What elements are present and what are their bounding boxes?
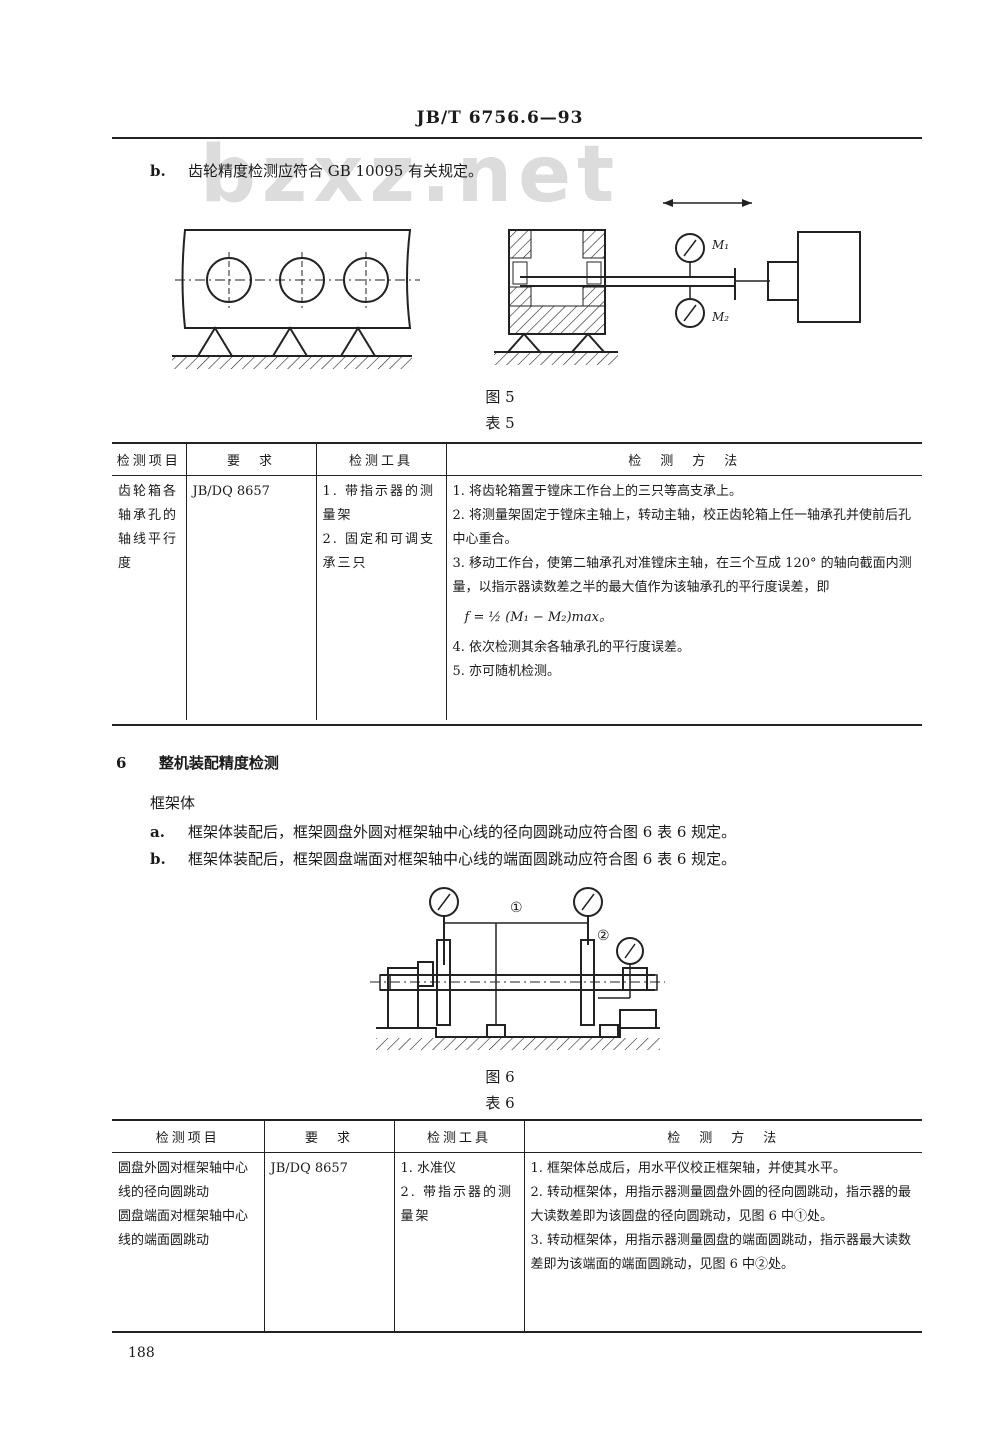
tool-1: 1. 水准仪 <box>400 1161 457 1176</box>
tool-2: 2. 带指示器的测量架 <box>400 1185 514 1224</box>
page-number: 188 <box>128 1345 155 1361</box>
cell-tools: 1. 带指示器的测量架 2. 固定和可调支承三只 <box>315 475 446 720</box>
method-1: 1. 将齿轮箱置于镗床工作台上的三只等高支承上。 <box>452 484 743 499</box>
figure-6-frame-measurement <box>370 887 665 1050</box>
figure-5-left-gearbox <box>172 229 420 369</box>
figure-5-right-measurement <box>494 199 861 365</box>
table-header-row: 检测项目 要 求 检测工具 检 测 方 法 <box>112 1120 922 1153</box>
method-2: 2. 转动框架体，用指示器测量圆盘外圆的径向圆跳动，指示器的最大读数差即为该圆盘… <box>530 1185 912 1224</box>
tool-2: 2. 固定和可调支承三只 <box>322 532 436 571</box>
item-text: 框架体装配后，框架圆盘外圆对框架轴中心线的径向圆跳动应符合图 6 表 6 规定。 <box>188 823 737 841</box>
cell-tools: 1. 水准仪 2. 带指示器的测量架 <box>393 1152 524 1331</box>
cell-requirement: JB/DQ 8657 <box>263 1152 394 1331</box>
table-5: 检测项目 要 求 检测工具 检 测 方 法 齿轮箱各轴承孔的轴线平行度 JB/D… <box>112 443 922 720</box>
item-text: 框架体装配后，框架圆盘端面对框架轴中心线的端面圆跳动应符合图 6 表 6 规定。 <box>188 850 737 868</box>
item-label: a. <box>150 823 165 841</box>
col-header-requirement: 要 求 <box>185 443 316 476</box>
document-header: JB/T 6756.6—93 <box>416 108 584 128</box>
figure-6-mark-2: ② <box>597 928 610 944</box>
section-number: 6 <box>116 754 127 772</box>
item-text: 齿轮精度检测应符合 GB 10095 有关规定。 <box>188 162 484 180</box>
gauge-label-m1: M₁ <box>712 238 730 252</box>
figure-5-caption: 图 5 <box>485 388 515 406</box>
cell-item: 圆盘外圆对框架轴中心线的径向圆跳动 圆盘端面对框架轴中心线的端面圆跳动 <box>112 1153 264 1331</box>
gauge-label-m2: M₂ <box>712 310 730 324</box>
cell-item: 齿轮箱各轴承孔的轴线平行度 <box>118 484 179 571</box>
col-header-item: 检测项目 <box>112 443 186 476</box>
table-6-caption: 表 6 <box>485 1094 515 1112</box>
col-header-requirement: 要 求 <box>263 1120 394 1153</box>
section-subtitle: 框架体 <box>150 794 196 812</box>
section-title: 整机装配精度检测 <box>158 754 279 772</box>
table-header-row: 检测项目 要 求 检测工具 检 测 方 法 <box>112 443 922 476</box>
item-a-radial-runout: a. 框架体装配后，框架圆盘外圆对框架轴中心线的径向圆跳动应符合图 6 表 6 规… <box>150 821 736 842</box>
table-row: 圆盘外圆对框架轴中心线的径向圆跳动 圆盘端面对框架轴中心线的端面圆跳动 JB/D… <box>112 1152 922 1331</box>
cell-method: 1. 框架体总成后，用水平仪校正框架轴，并使其水平。 2. 转动框架体，用指示器… <box>523 1152 922 1331</box>
table-6-bottom-rule <box>112 1331 922 1333</box>
method-3: 3. 转动框架体，用指示器测量圆盘的端面圆跳动，指示器最大读数差即为该端面的端面… <box>530 1233 912 1272</box>
item-axial-runout: 圆盘端面对框架轴中心线的端面圆跳动 <box>118 1209 249 1248</box>
col-header-tools: 检测工具 <box>393 1120 524 1153</box>
header-rule <box>112 137 922 139</box>
method-2: 2. 将测量架固定于镗床主轴上，转动主轴，校正齿轮箱上任一轴承孔并使前后孔中心重… <box>452 508 912 547</box>
table-6: 检测项目 要 求 检测工具 检 测 方 法 圆盘外圆对框架轴中心线的径向圆跳动 … <box>112 1120 922 1331</box>
table-row: 齿轮箱各轴承孔的轴线平行度 JB/DQ 8657 1. 带指示器的测量架 2. … <box>112 475 922 720</box>
table-5-caption: 表 5 <box>485 414 515 432</box>
col-header-item: 检测项目 <box>112 1120 264 1153</box>
item-label: b. <box>150 850 166 868</box>
figure-6-mark-1: ① <box>510 900 523 916</box>
section-6-heading: 6 整机装配精度检测 <box>116 752 279 773</box>
item-radial-runout: 圆盘外圆对框架轴中心线的径向圆跳动 <box>118 1161 249 1200</box>
method-5: 5. 亦可随机检测。 <box>452 664 561 679</box>
cell-method: 1. 将齿轮箱置于镗床工作台上的三只等高支承上。 2. 将测量架固定于镗床主轴上… <box>445 475 922 720</box>
method-4: 4. 依次检测其余各轴承孔的平行度误差。 <box>452 640 691 655</box>
watermark: bzxz.net <box>200 130 621 220</box>
item-b-gear-accuracy: b. 齿轮精度检测应符合 GB 10095 有关规定。 <box>150 160 483 181</box>
item-b-axial-runout: b. 框架体装配后，框架圆盘端面对框架轴中心线的端面圆跳动应符合图 6 表 6 规… <box>150 848 736 869</box>
col-header-method: 检 测 方 法 <box>445 443 922 476</box>
formula: f = ½ (M₁ − M₂)max。 <box>464 610 612 625</box>
cell-requirement: JB/DQ 8657 <box>185 475 316 720</box>
col-header-method: 检 测 方 法 <box>523 1120 922 1153</box>
method-1: 1. 框架体总成后，用水平仪校正框架轴，并使其水平。 <box>530 1161 847 1176</box>
method-3: 3. 移动工作台，使第二轴承孔对准镗床主轴，在三个互成 120° 的轴向截面内测… <box>452 556 912 595</box>
col-header-tools: 检测工具 <box>315 443 446 476</box>
table-5-bottom-rule <box>112 724 922 726</box>
item-label: b. <box>150 162 166 180</box>
tool-1: 1. 带指示器的测量架 <box>322 484 436 523</box>
figure-6-caption: 图 6 <box>485 1068 515 1086</box>
